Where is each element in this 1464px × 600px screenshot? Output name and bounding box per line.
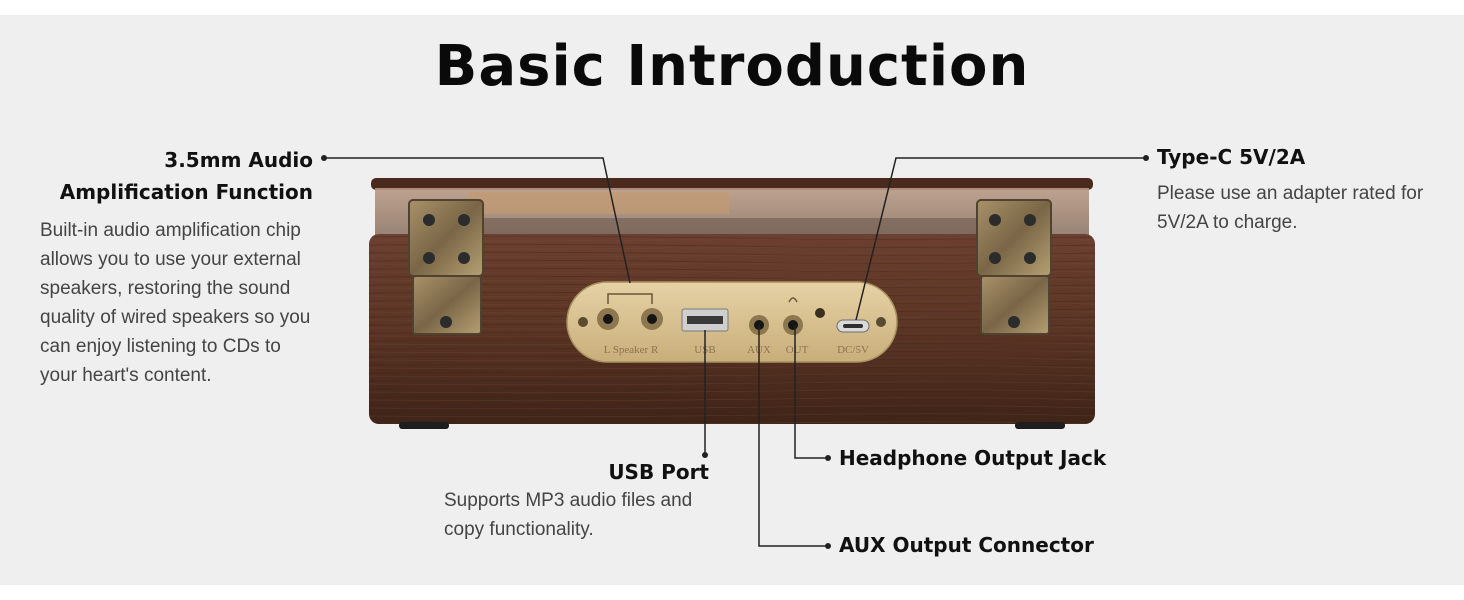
page-title: Basic Introduction [434,34,1030,99]
usb-desc-line: copy functionality. [444,519,594,540]
audio-amp-desc-line: your heart's content. [40,365,212,386]
audio-amp-leader [324,157,631,284]
type-c-desc-line: Please use an adapter rated for [1157,183,1424,204]
headphone-jack-label: Headphone Output Jack [839,446,1107,470]
connector-plate [566,281,898,363]
usb-port-label: USB Port [608,460,709,484]
right-hinge [976,199,1052,335]
audio-amp-description: Built-in audio amplification chip allows… [40,216,340,390]
audio-amp-label-line2: Amplification Function [59,180,313,204]
aux-leader [758,325,828,547]
usb-desc-line: Supports MP3 audio files and [444,490,693,511]
type-c-leader [855,157,1146,321]
audio-amp-desc-line: Built-in audio amplification chip [40,220,301,241]
cd-player-rear-illustration: L Speaker R USB AUX OUT DC/5V [369,178,1095,429]
type-c-label: Type-C 5V/2A [1157,145,1306,169]
audio-amp-desc-line: quality of wired speakers so you [40,307,311,328]
audio-amp-desc-line: can enjoy listening to CDs to [40,336,281,357]
aux-connector-label: AUX Output Connector [839,533,1094,557]
type-c-description: Please use an adapter rated for 5V/2A to… [1157,179,1447,237]
usb-port-description: Supports MP3 audio files and copy functi… [444,486,724,544]
audio-amp-desc-line: allows you to use your external [40,249,301,270]
plate-label-dc: DC/5V [837,344,869,356]
headphone-leader [794,325,828,459]
audio-amp-label: 3.5mm Audio Amplification Function [40,144,313,208]
plate-label-out: OUT [786,344,809,356]
top-rim [371,178,1093,190]
type-c-desc-line: 5V/2A to charge. [1157,212,1298,233]
audio-amp-label-line1: 3.5mm Audio [164,148,313,172]
plate-label-speaker: L Speaker R [604,344,659,356]
audio-amp-desc-line: speakers, restoring the sound [40,278,291,299]
left-hinge [408,199,484,335]
